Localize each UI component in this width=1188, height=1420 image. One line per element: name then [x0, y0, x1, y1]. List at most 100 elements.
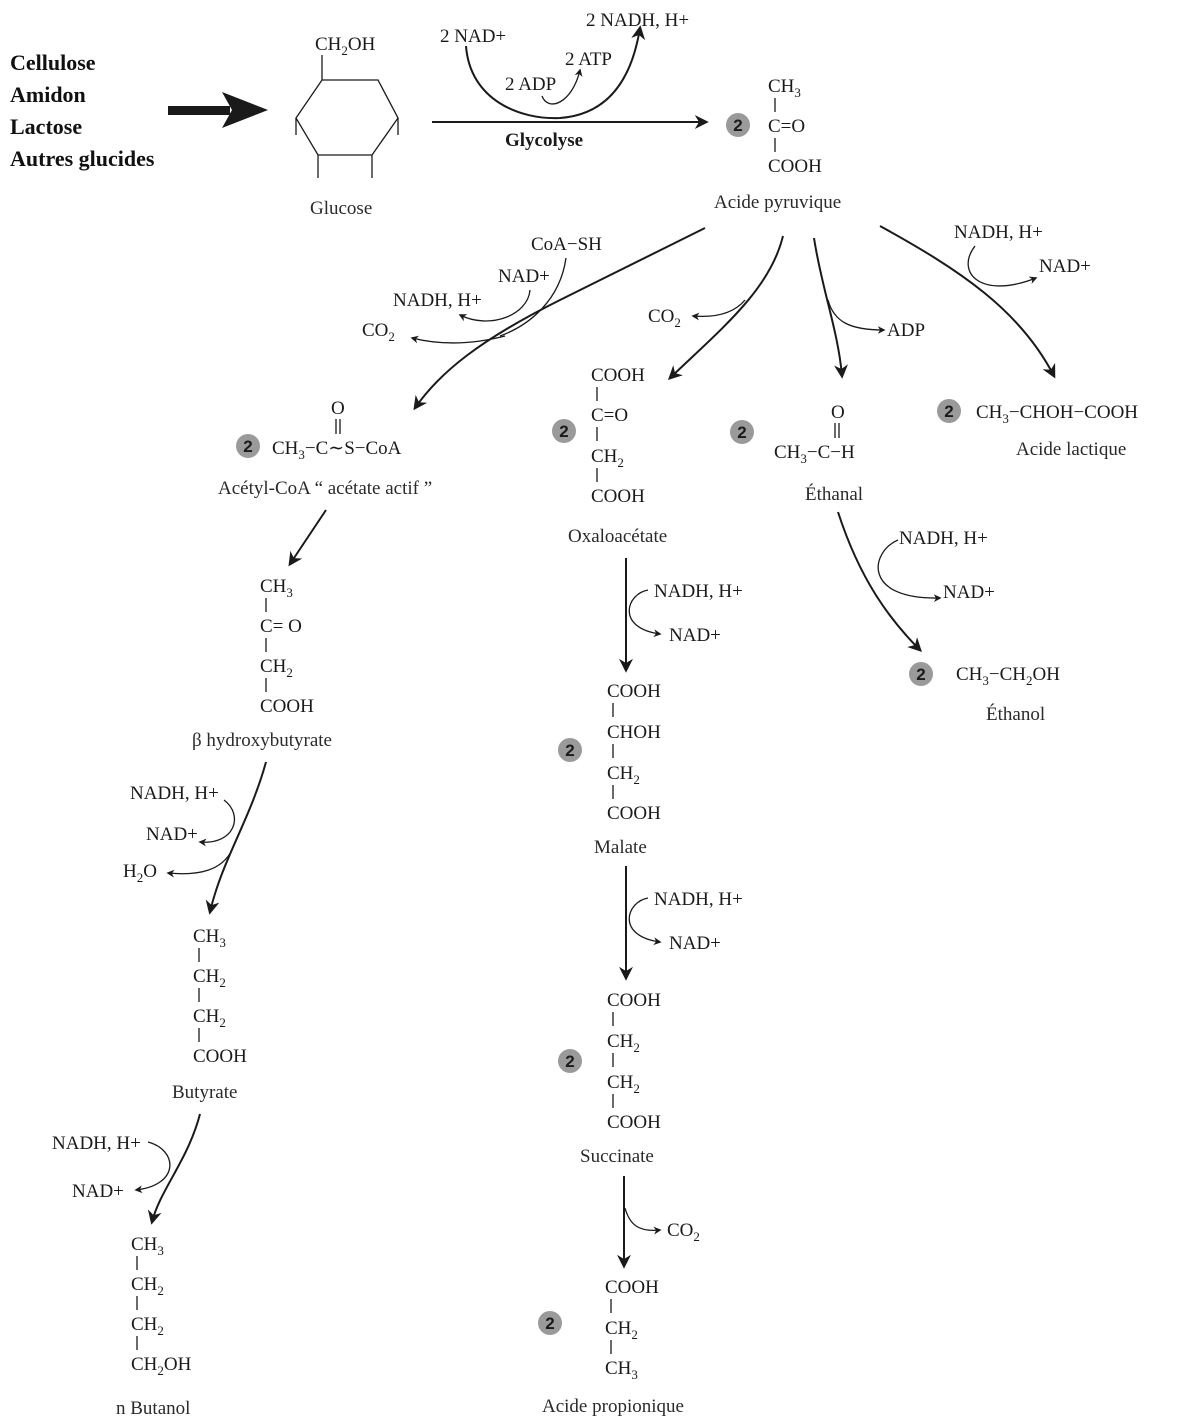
svg-text:CH3: CH3 [605, 1358, 638, 1382]
ethanol-label: Éthanol [986, 703, 1045, 725]
svg-text:CH2OH: CH2OH [131, 1354, 192, 1378]
svg-text:NAD+: NAD+ [146, 824, 198, 845]
glucose-label: Glucose [310, 198, 372, 219]
glycolysis-nadh: 2 NADH, H+ [586, 10, 689, 31]
svg-text:C=O: C=O [768, 116, 805, 137]
svg-text:CO2: CO2 [648, 306, 681, 330]
acetyl-branch-arrow: CoA−SH NAD+ NADH, H+ CO2 [362, 227, 706, 411]
svg-text:CHOH: CHOH [607, 722, 661, 743]
svg-text:NADH, H+: NADH, H+ [52, 1133, 141, 1154]
svg-text:CH2: CH2 [131, 1274, 164, 1298]
ethanol-structure: 2 CH3−CH2OH Éthanol [909, 662, 1060, 725]
svg-text:CH2: CH2 [193, 966, 226, 990]
ethanol-step-arrow: NADH, H+ NAD+ [837, 511, 995, 652]
svg-text:2: 2 [243, 437, 252, 456]
glycolysis-atp: 2 ATP [565, 49, 612, 70]
svg-text:COOH: COOH [607, 1112, 661, 1133]
malate-structure: COOH 2 CHOH CH2 COOH Malate [558, 681, 661, 858]
svg-text:2: 2 [916, 665, 925, 684]
hydroxybutyrate-structure: CH3 C= O CH2 COOH β hydroxybutyrate [192, 576, 332, 751]
svg-text:CH3: CH3 [131, 1234, 164, 1258]
malate-label: Malate [594, 837, 647, 858]
svg-text:CH3−C−H: CH3−C−H [774, 442, 855, 466]
lactic-step-arrow: NADH, H+ NAD+ [879, 222, 1091, 379]
arrow-to-hydroxybutyrate [288, 509, 327, 567]
svg-text:2: 2 [545, 1314, 554, 1333]
svg-text:O: O [831, 402, 845, 423]
svg-text:NADH, H+: NADH, H+ [899, 528, 988, 549]
svg-text:2: 2 [565, 1052, 574, 1071]
svg-text:COOH: COOH [591, 486, 645, 507]
oxaloacetate-structure: COOH 2 C=O CH2 COOH Oxaloacétate [552, 365, 667, 547]
svg-text:NAD+: NAD+ [669, 625, 721, 646]
propionic-acid-label: Acide propionique [542, 1396, 684, 1417]
svg-text:NAD+: NAD+ [1039, 256, 1091, 277]
svg-text:CH3: CH3 [768, 76, 801, 100]
ethanal-label: Éthanal [805, 483, 863, 505]
svg-text:COOH: COOH [591, 365, 645, 386]
svg-text:COOH: COOH [607, 681, 661, 702]
butanol-structure: CH3 CH2 CH2 CH2OH n Butanol [116, 1234, 192, 1419]
svg-text:CH3−C∼S−CoA: CH3−C∼S−CoA [272, 438, 402, 462]
svg-text:CoA−SH: CoA−SH [531, 234, 602, 255]
acetyl-coa-label: Acétyl-CoA “ acétate actif ” [218, 478, 432, 499]
svg-text:NAD+: NAD+ [498, 266, 550, 287]
substrate-amidon: Amidon [10, 82, 86, 107]
svg-text:NAD+: NAD+ [72, 1181, 124, 1202]
svg-text:NADH, H+: NADH, H+ [654, 581, 743, 602]
propionic-acid-structure: COOH 2 CH2 CH3 Acide propionique [538, 1277, 684, 1417]
substrate-list: Cellulose Amidon Lactose Autres glucides [10, 50, 155, 171]
svg-text:O: O [331, 398, 345, 419]
svg-text:2: 2 [737, 423, 746, 442]
svg-text:2: 2 [944, 402, 953, 421]
svg-text:CH3: CH3 [193, 926, 226, 950]
svg-text:NADH, H+: NADH, H+ [954, 222, 1043, 243]
glucose-ch2oh: CH2OH [315, 34, 376, 58]
svg-text:CH3−CH2OH: CH3−CH2OH [956, 664, 1060, 688]
svg-text:2: 2 [733, 116, 742, 135]
svg-text:NADH, H+: NADH, H+ [654, 889, 743, 910]
svg-text:CH3−CHOH−COOH: CH3−CHOH−COOH [976, 402, 1138, 426]
substrate-cellulose: Cellulose [10, 50, 96, 75]
big-arrow [168, 92, 268, 128]
svg-text:CH3: CH3 [260, 576, 293, 600]
svg-text:2: 2 [559, 422, 568, 441]
svg-text:NADH, H+: NADH, H+ [130, 783, 219, 804]
propionic-step-arrow: CO2 [617, 1176, 700, 1269]
butyrate-label: Butyrate [172, 1082, 237, 1103]
svg-text:H2O: H2O [123, 861, 157, 885]
butyrate-structure: CH3 CH2 CH2 COOH Butyrate [172, 926, 247, 1103]
svg-text:NAD+: NAD+ [669, 933, 721, 954]
svg-text:CH2: CH2 [605, 1318, 638, 1342]
svg-text:COOH: COOH [193, 1046, 247, 1067]
svg-text:2: 2 [565, 741, 574, 760]
svg-text:CO2: CO2 [667, 1220, 700, 1244]
succinate-step-arrow: NADH, H+ NAD+ [619, 866, 743, 981]
svg-text:CH2: CH2 [607, 763, 640, 787]
svg-text:CO2: CO2 [362, 320, 395, 344]
glucose-structure: CH2OH Glucose [295, 34, 399, 219]
hydroxybutyrate-label: β hydroxybutyrate [192, 730, 332, 751]
malate-step-arrow: NADH, H+ NAD+ [619, 558, 743, 673]
acetyl-coa-structure: O 2 CH3−C∼S−CoA Acétyl-CoA “ acétate act… [218, 398, 432, 499]
svg-text:NADH, H+: NADH, H+ [393, 290, 482, 311]
oxaloacetate-label: Oxaloacétate [568, 526, 667, 547]
svg-text:COOH: COOH [260, 696, 314, 717]
svg-text:C=O: C=O [591, 405, 628, 426]
svg-text:CH2: CH2 [607, 1072, 640, 1096]
substrate-autres-glucides: Autres glucides [10, 146, 155, 171]
ethanal-step-arrow: ADP [813, 237, 925, 379]
butanol-label: n Butanol [116, 1398, 190, 1419]
glycolysis-label: Glycolyse [505, 130, 583, 151]
ethanal-structure: O 2 CH3−C−H Éthanal [730, 402, 863, 505]
pyruvate-structure: 2 CH3 C=O COOH Acide pyruvique [714, 76, 841, 213]
succinate-structure: COOH 2 CH2 CH2 COOH Succinate [558, 990, 661, 1167]
substrate-lactose: Lactose [10, 114, 82, 139]
oxaloacetate-step-arrow: CO2 [648, 235, 784, 380]
glycolysis-adp: 2 ADP [505, 74, 556, 95]
svg-text:COOH: COOH [607, 990, 661, 1011]
svg-text:C= O: C= O [260, 616, 302, 637]
svg-text:ADP: ADP [887, 320, 925, 341]
succinate-label: Succinate [580, 1146, 654, 1167]
